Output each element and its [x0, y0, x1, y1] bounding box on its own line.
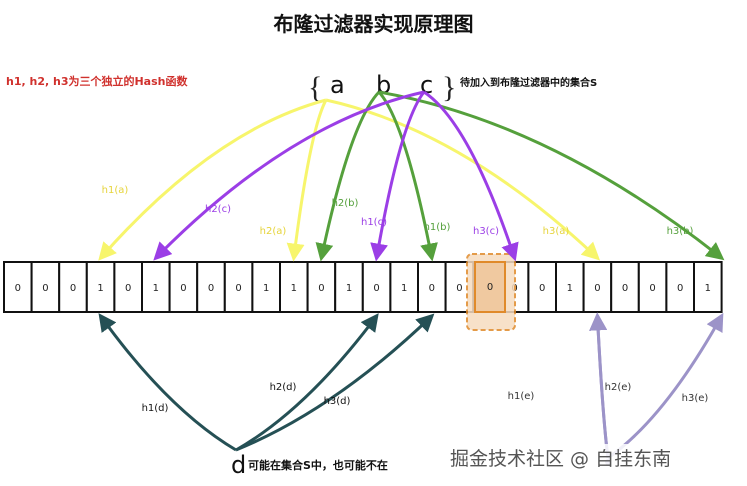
- bit-value: 0: [677, 283, 683, 294]
- hash-arrow-label: h3(a): [543, 226, 570, 237]
- hash-arrow-label: h3(b): [667, 226, 694, 237]
- bit-value: 0: [180, 283, 186, 294]
- bit-value: 1: [263, 283, 269, 294]
- brace-right: }: [442, 71, 456, 104]
- hash-arrow: [98, 313, 237, 452]
- bit-value: 1: [291, 283, 297, 294]
- bit-cell: [168, 261, 199, 313]
- hash-arrow-label: h1(b): [424, 222, 451, 233]
- hash-arrow-label: h1(c): [361, 217, 387, 228]
- bit-value: 0: [318, 283, 324, 294]
- bit-value: 0: [15, 283, 21, 294]
- hash-arrow: [235, 313, 379, 452]
- bit-value: 0: [429, 283, 435, 294]
- bit-value: 0: [70, 283, 76, 294]
- hash-arrows: h1(a) h2(a) h3(a) h2(b) h1(b) h3(b) h2(c) h1(c)…: [98, 90, 725, 460]
- hash-arrow: [378, 90, 725, 261]
- hash-arrow-label: h3(e): [682, 393, 709, 404]
- bit-value: 0: [649, 283, 655, 294]
- bit-value: 0: [539, 283, 545, 294]
- set-description: 待加入到布隆过滤器中的集合S: [460, 78, 598, 89]
- hash-arrow-label: h2(a): [260, 226, 287, 237]
- hash-arrow-label: h3(c): [473, 226, 499, 237]
- bit-cell: [417, 261, 447, 313]
- hash-function-note: h1, h2, h3为三个独立的Hash函数: [6, 75, 188, 88]
- bit-cell: [693, 261, 723, 313]
- brace-left: {: [308, 71, 322, 104]
- hash-arrow-label: h2(e): [605, 382, 632, 393]
- hash-arrow-label: h1(e): [508, 391, 535, 402]
- bit-value: 0: [622, 283, 628, 294]
- bit-value: 0: [373, 283, 379, 294]
- bit-value: 1: [401, 283, 407, 294]
- hash-arrow: [423, 90, 519, 262]
- bit-cell: [279, 261, 309, 313]
- bit-cell: [334, 261, 364, 313]
- watermark-text: 掘金技术社区 @ 自挂东南: [446, 444, 676, 471]
- highlighted-bit-value: 0: [487, 282, 493, 293]
- bit-cell: [306, 261, 337, 313]
- hash-arrow-label: h1(a): [102, 185, 129, 196]
- hash-arrow-label: h2(c): [205, 204, 231, 215]
- bit-cell: [30, 261, 61, 313]
- bit-cell: [3, 261, 33, 313]
- hash-arrow: [98, 98, 327, 261]
- hash-arrow: [153, 90, 425, 261]
- hash-arrow: [325, 98, 601, 261]
- element-d: d: [231, 451, 246, 479]
- bit-cell: [582, 261, 613, 313]
- bit-value: 1: [705, 283, 711, 294]
- bit-value: 1: [153, 283, 159, 294]
- hash-arrow: [286, 99, 328, 262]
- bit-value: 1: [346, 283, 352, 294]
- bit-value: 1: [567, 283, 573, 294]
- hash-arrow: [235, 313, 435, 452]
- bit-array: 0 0 0 1 0 1 0 0 0 1 1 0 1 0 1 0 0 0 0 1 0 0 0 0 1: [3, 261, 723, 313]
- hash-arrow: [370, 91, 426, 262]
- bit-value: 1: [97, 283, 103, 294]
- bit-value: 0: [208, 283, 214, 294]
- diagram-title: 布隆过滤器实现原理图: [273, 12, 474, 36]
- bit-cell: [251, 261, 281, 313]
- bit-cell: [196, 261, 226, 313]
- bit-value: 0: [594, 283, 600, 294]
- hash-arrow-label: h3(d): [324, 396, 351, 407]
- highlighted-bit-inner: [474, 261, 506, 313]
- bit-cell: [113, 261, 144, 313]
- element-a: a: [330, 71, 345, 99]
- bit-value: 0: [456, 283, 462, 294]
- bit-value: 0: [235, 283, 241, 294]
- bit-value: 0: [42, 283, 48, 294]
- hash-arrow-label: h2(b): [332, 198, 359, 209]
- hash-arrow-label: h2(d): [270, 382, 297, 393]
- hash-arrow: [315, 90, 381, 262]
- hash-arrow-label: h1(d): [142, 403, 169, 414]
- bit-value: 0: [125, 283, 131, 294]
- query-description: 可能在集合S中，也可能不在: [248, 459, 388, 472]
- hash-arrow: [377, 91, 438, 262]
- bit-cell: [141, 261, 171, 313]
